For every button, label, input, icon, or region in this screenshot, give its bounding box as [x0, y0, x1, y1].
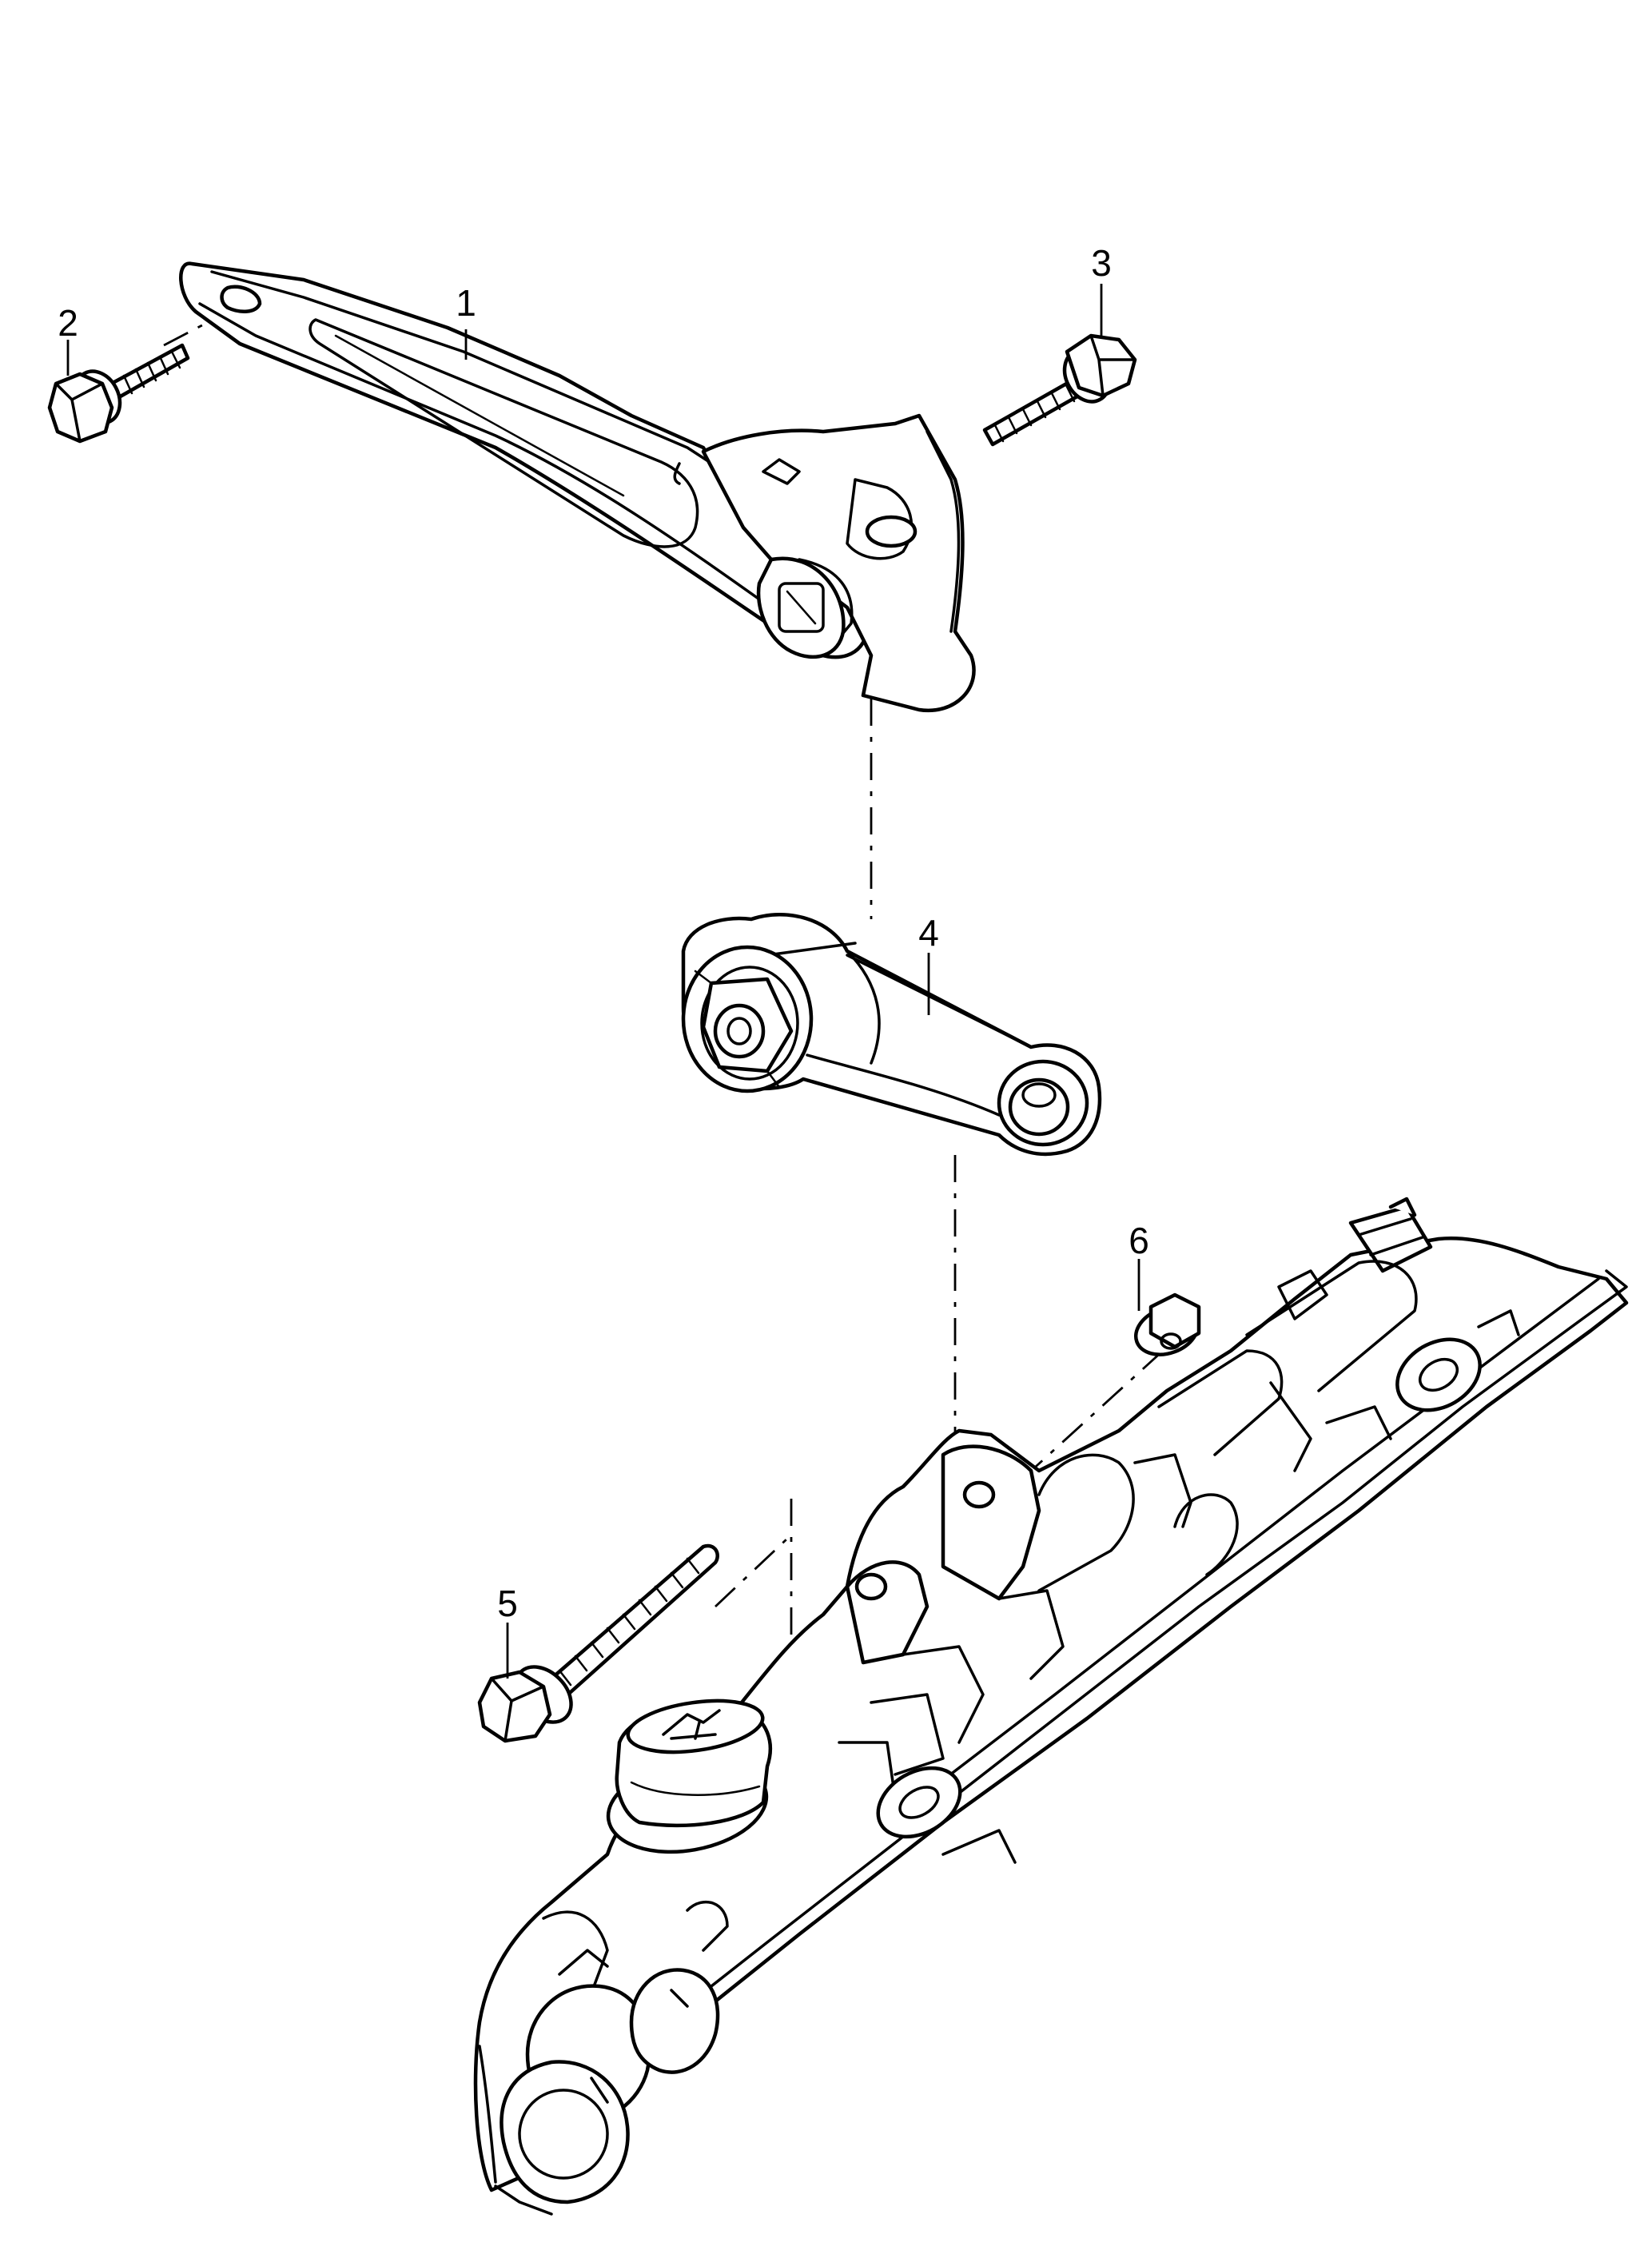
- callout-label-4: 4: [918, 912, 939, 954]
- torque-rod[interactable]: [681, 913, 1102, 1157]
- support-bracket[interactable]: [179, 261, 976, 713]
- flange-bolt-right[interactable]: [982, 333, 1137, 447]
- callout-label-1: 1: [456, 282, 476, 324]
- flange-bolt-left[interactable]: [47, 343, 190, 444]
- callout-label-6: 6: [1129, 1220, 1149, 1261]
- callout-label-3: 3: [1091, 242, 1112, 284]
- long-bolt[interactable]: [477, 1543, 719, 1743]
- callout-labels: 1 2 3 4 5 6: [58, 242, 1149, 1624]
- engine-cover[interactable]: [473, 1197, 1629, 2216]
- flange-nut[interactable]: [1129, 1292, 1204, 1363]
- callout-label-2: 2: [58, 302, 78, 344]
- callout-leaders: [66, 284, 1140, 1679]
- callout-label-5: 5: [497, 1583, 518, 1624]
